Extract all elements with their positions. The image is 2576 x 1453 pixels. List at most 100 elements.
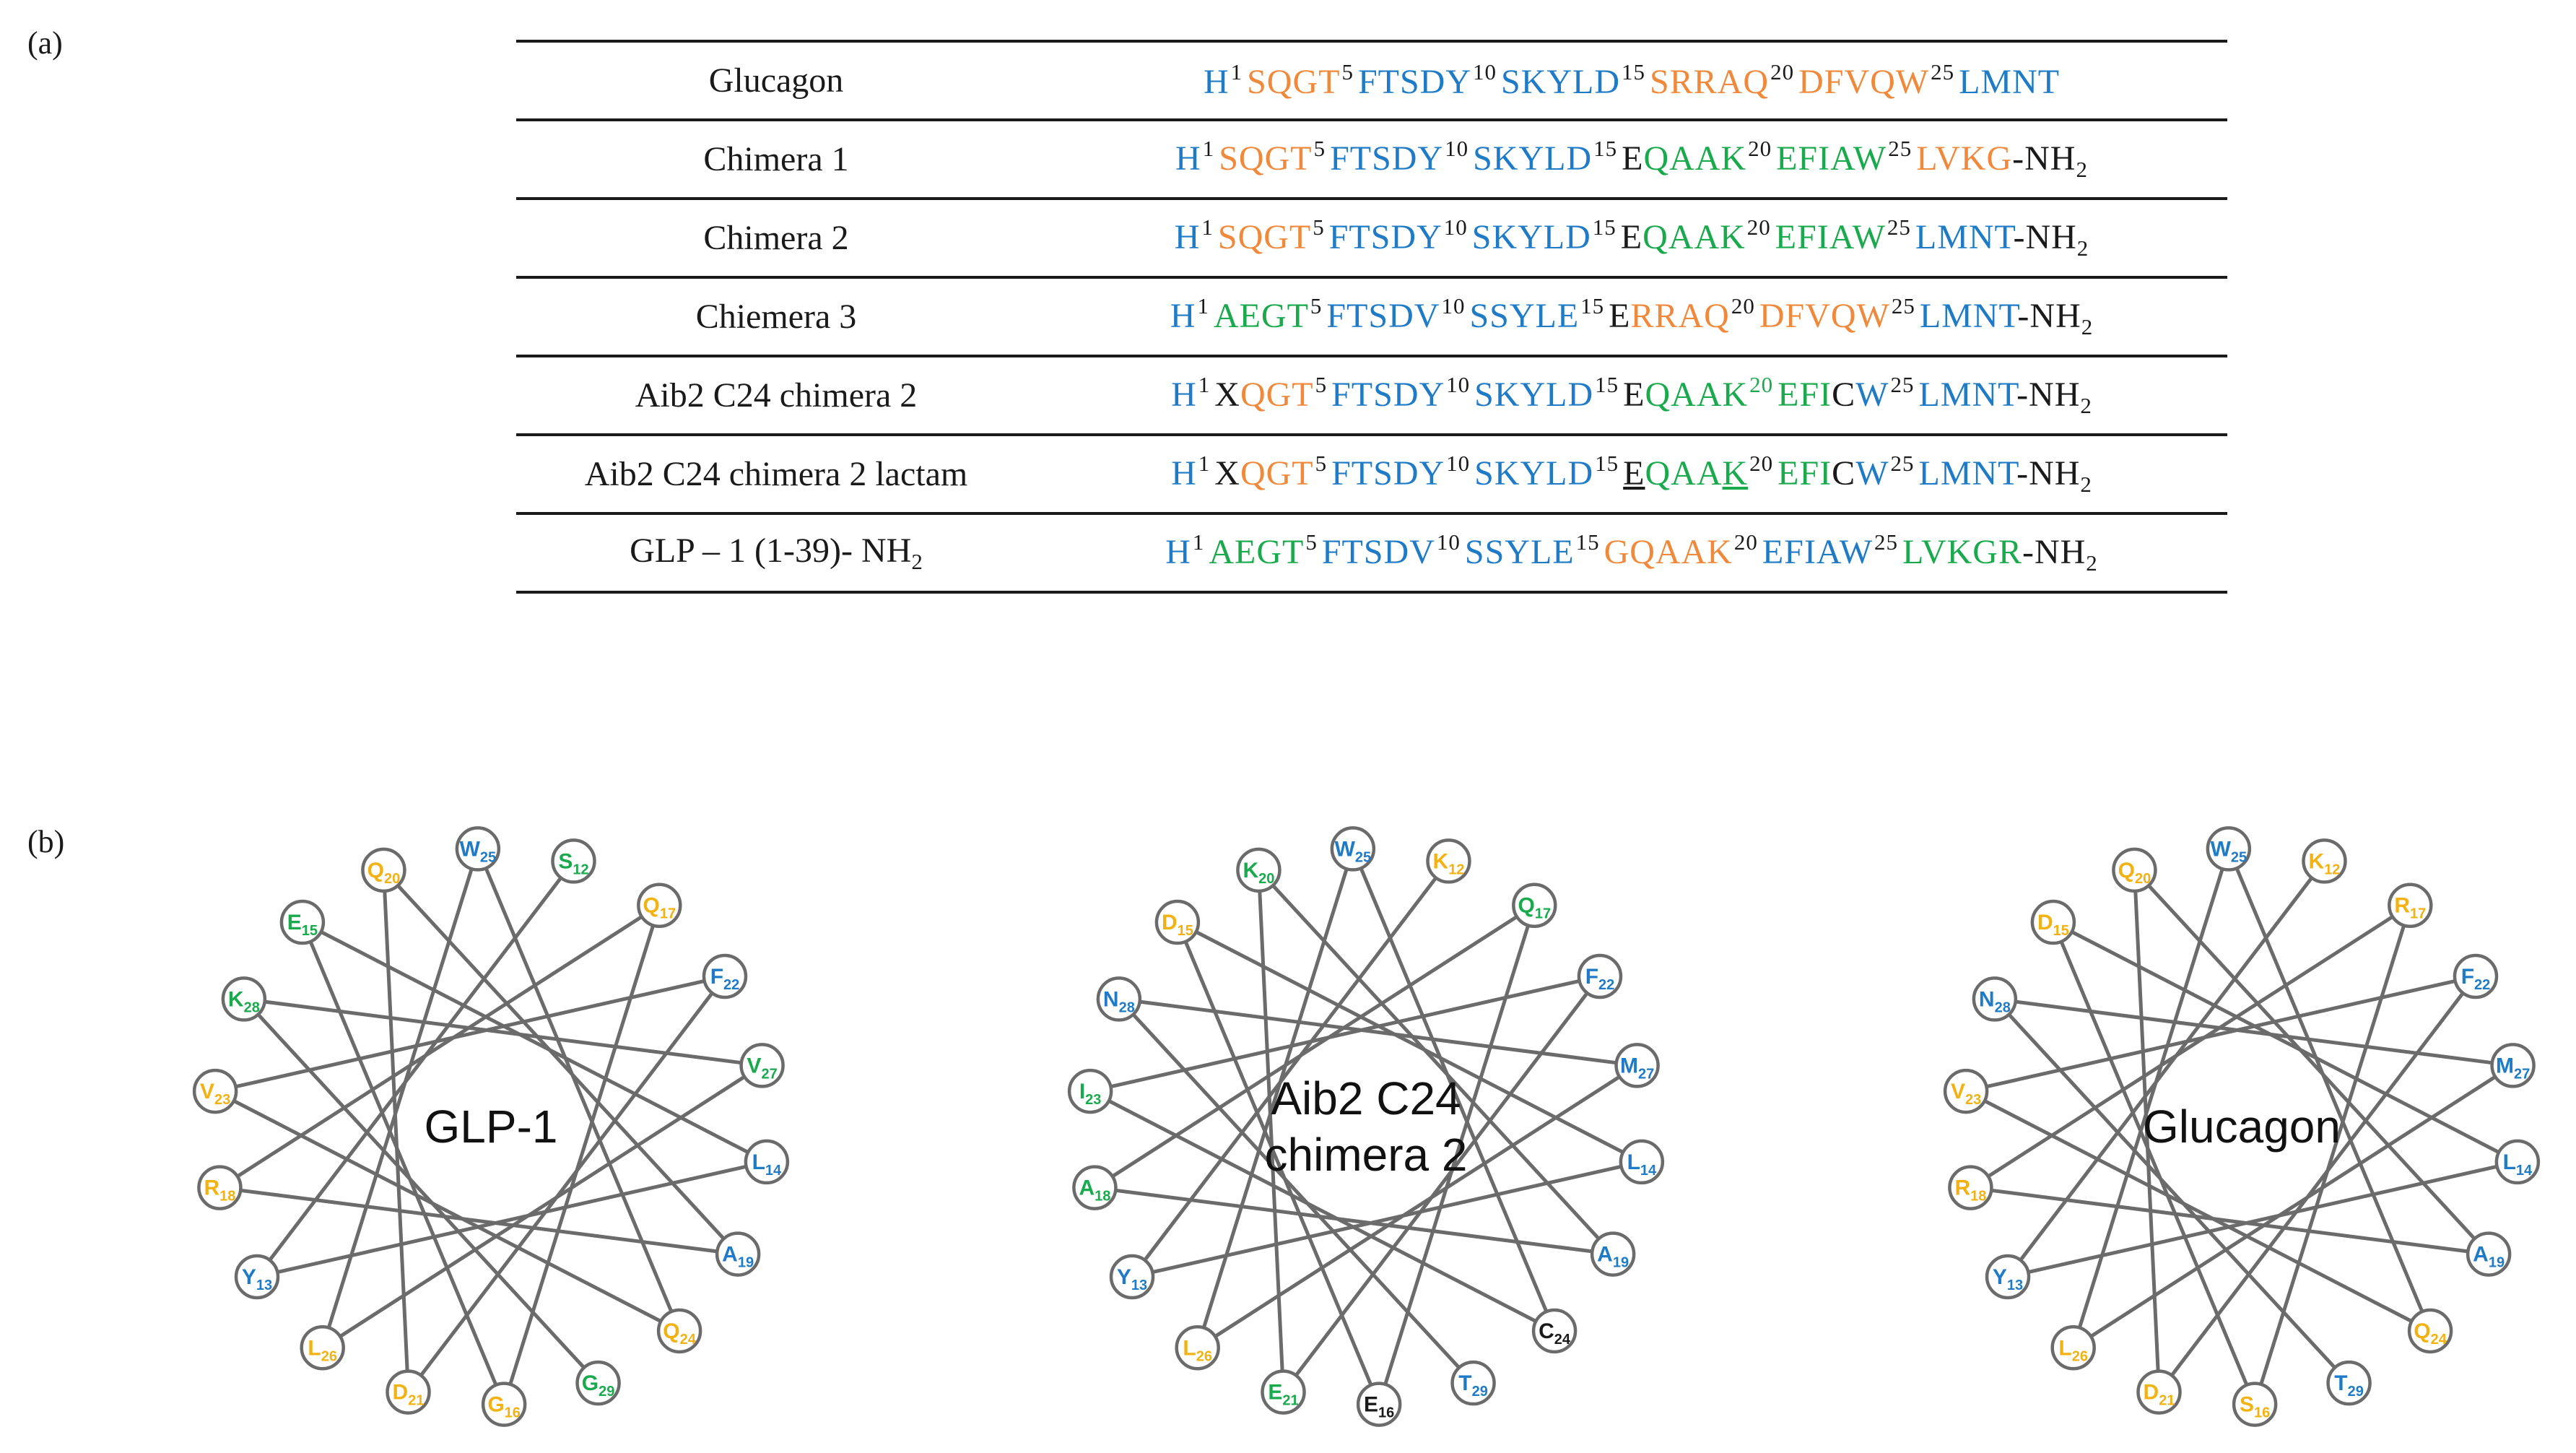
residue-circle: D21	[386, 1369, 431, 1415]
residue-number: 10	[1446, 451, 1471, 476]
helix-connector	[1990, 1188, 2468, 1254]
residue-label: R18	[1954, 1176, 1986, 1205]
residue-number: 25	[1874, 529, 1899, 555]
sequence-segment: E	[1623, 376, 1645, 414]
residue-circle-outline	[551, 838, 596, 884]
residue-circle-outline	[234, 1254, 280, 1300]
residue-label: W25	[460, 837, 497, 865]
sequence-segment: SSYLE	[1469, 297, 1580, 335]
sequence-segment: EFIAW	[1775, 218, 1886, 256]
residue-circle: K12	[2302, 838, 2347, 884]
residue-letter: Q	[367, 859, 384, 882]
sequence-segment: LMNT	[1959, 63, 2061, 101]
sequence-segment: H	[1165, 533, 1191, 571]
residue-label: E21	[1268, 1381, 1298, 1409]
peptide-name: Chiemera 3	[516, 276, 1036, 357]
residue-label: Q17	[643, 894, 676, 922]
helix-connector	[1139, 999, 1617, 1065]
panel-label-a: (a)	[27, 25, 63, 61]
sequence-segment: SKYLD	[1501, 63, 1621, 101]
helix-connector	[1111, 915, 1518, 1179]
residue-letter: Q	[2118, 859, 2135, 882]
residue-circle-outline	[1109, 1254, 1155, 1300]
residue-circle-outline	[2232, 1382, 2278, 1427]
residue-label: K28	[228, 987, 260, 1015]
sequence-segment: LVKGR	[1902, 533, 2022, 571]
residue-number: 20	[1258, 871, 1274, 887]
helix-connector	[1359, 867, 1549, 1313]
residue-number: 20	[2135, 871, 2151, 887]
helix-connector	[1987, 915, 2394, 1179]
residue-label: E16	[1364, 1393, 1394, 1421]
residue-number: 22	[1598, 977, 1614, 993]
residue-circle-outline	[744, 1139, 790, 1185]
helix-connector	[1152, 1164, 1622, 1275]
residue-label: D15	[1162, 911, 1193, 939]
sequence-segment: X	[1214, 376, 1240, 414]
residue-number: 29	[2348, 1384, 2364, 1400]
residue-letter: Y	[1993, 1265, 2007, 1289]
residue-number: 15	[1593, 136, 1618, 161]
helix-connector	[236, 915, 643, 1179]
sequence-segment: FTSDV	[1321, 533, 1435, 571]
sequence-segment: LMNT	[1918, 454, 2017, 493]
helix-connector	[2015, 999, 2493, 1065]
residue-letter: M	[2496, 1054, 2514, 1077]
helix-connector	[240, 1188, 718, 1254]
sequence-segment: FTSDY	[1357, 63, 1471, 101]
residue-number: 19	[2489, 1255, 2505, 1271]
residue-label: A19	[722, 1243, 754, 1271]
helix-connector	[1108, 1099, 1537, 1323]
wheel-title: Aib2 C24	[1271, 1072, 1461, 1124]
residue-number: 15	[1575, 529, 1600, 555]
residue-circle: N28	[1096, 976, 1142, 1022]
residue-circle-outline	[2453, 953, 2499, 999]
residue-letter: N	[1979, 987, 1995, 1011]
residue-letter: A	[1597, 1243, 1613, 1267]
sequence-segment: H	[1174, 218, 1201, 256]
residue-circle: K12	[1426, 838, 1471, 884]
residue-letter: L	[1627, 1150, 1640, 1174]
helix-connector	[1294, 992, 1589, 1377]
residue-number: 20	[1731, 293, 1755, 318]
residue-number: 1	[1198, 372, 1211, 397]
residue-circle-outline	[2407, 1308, 2453, 1354]
residue-label: E15	[287, 911, 318, 939]
residue-number: 13	[256, 1278, 272, 1293]
helix-connector	[339, 1075, 746, 1338]
residue-number: 29	[1472, 1384, 1488, 1400]
residue-letter: Q	[2414, 1319, 2430, 1343]
residue-circle: M27	[2490, 1043, 2536, 1088]
residue-label: D21	[393, 1381, 425, 1409]
subscript: 2	[2076, 157, 2088, 182]
residue-letter: E	[287, 911, 302, 934]
residue-number: 29	[599, 1384, 614, 1400]
residue-circle-outline	[2136, 1369, 2182, 1415]
residue-number: 20	[1748, 136, 1772, 161]
residue-circle: W25	[455, 826, 501, 872]
residue-circle: Y13	[1985, 1254, 2031, 1300]
residue-circle-outline	[192, 1068, 238, 1114]
residue-letter: D	[393, 1381, 409, 1405]
sequence-segment: EFIAW	[1762, 533, 1874, 571]
residue-number: 19	[738, 1255, 754, 1271]
residue-circle: E21	[1261, 1369, 1306, 1415]
residue-label: Q24	[663, 1319, 696, 1348]
helix-connector	[232, 1099, 662, 1323]
residue-circle-outline	[221, 976, 267, 1022]
sequence-segment: SKYLD	[1474, 376, 1594, 414]
residue-circle-outline	[1154, 899, 1201, 945]
sequence-segment: H	[1175, 139, 1201, 178]
residue-circle: V27	[739, 1043, 785, 1088]
residue-label: F22	[1585, 965, 1615, 993]
helix-connector	[2077, 868, 2224, 1329]
helix-connector	[2259, 924, 2406, 1385]
residue-letter: L	[308, 1336, 321, 1360]
residue-number: 1	[1192, 529, 1205, 555]
residue-label: R17	[2394, 894, 2426, 922]
residue-letter: K	[2309, 849, 2325, 873]
